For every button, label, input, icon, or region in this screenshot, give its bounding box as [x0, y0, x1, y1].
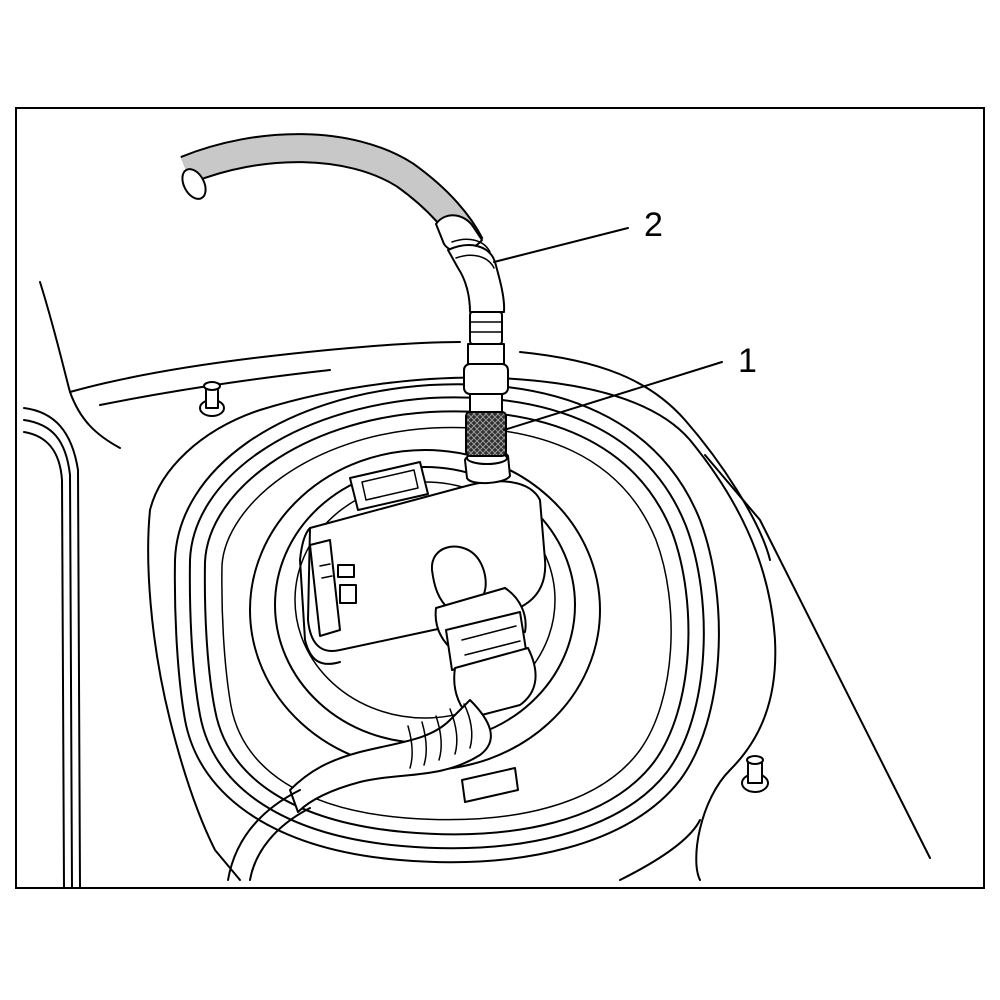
- body-panel-left: [23, 281, 461, 889]
- callout-label-1: 1: [738, 342, 757, 380]
- outlet-elbow: [430, 545, 537, 719]
- stud-bolt-right: [741, 755, 769, 793]
- test-hose: [180, 133, 506, 313]
- callout-label-2: 2: [644, 206, 663, 244]
- return-hose: [227, 699, 492, 881]
- gauge-adapter: [463, 311, 509, 457]
- hose-clip: [461, 767, 519, 803]
- figure-frame: [15, 107, 985, 889]
- stud-bolt-left: [199, 381, 225, 417]
- seal-rings: [173, 383, 720, 864]
- recess-flange: [147, 376, 777, 881]
- body-panel-right: [519, 351, 931, 859]
- callout-leaders: [493, 227, 723, 431]
